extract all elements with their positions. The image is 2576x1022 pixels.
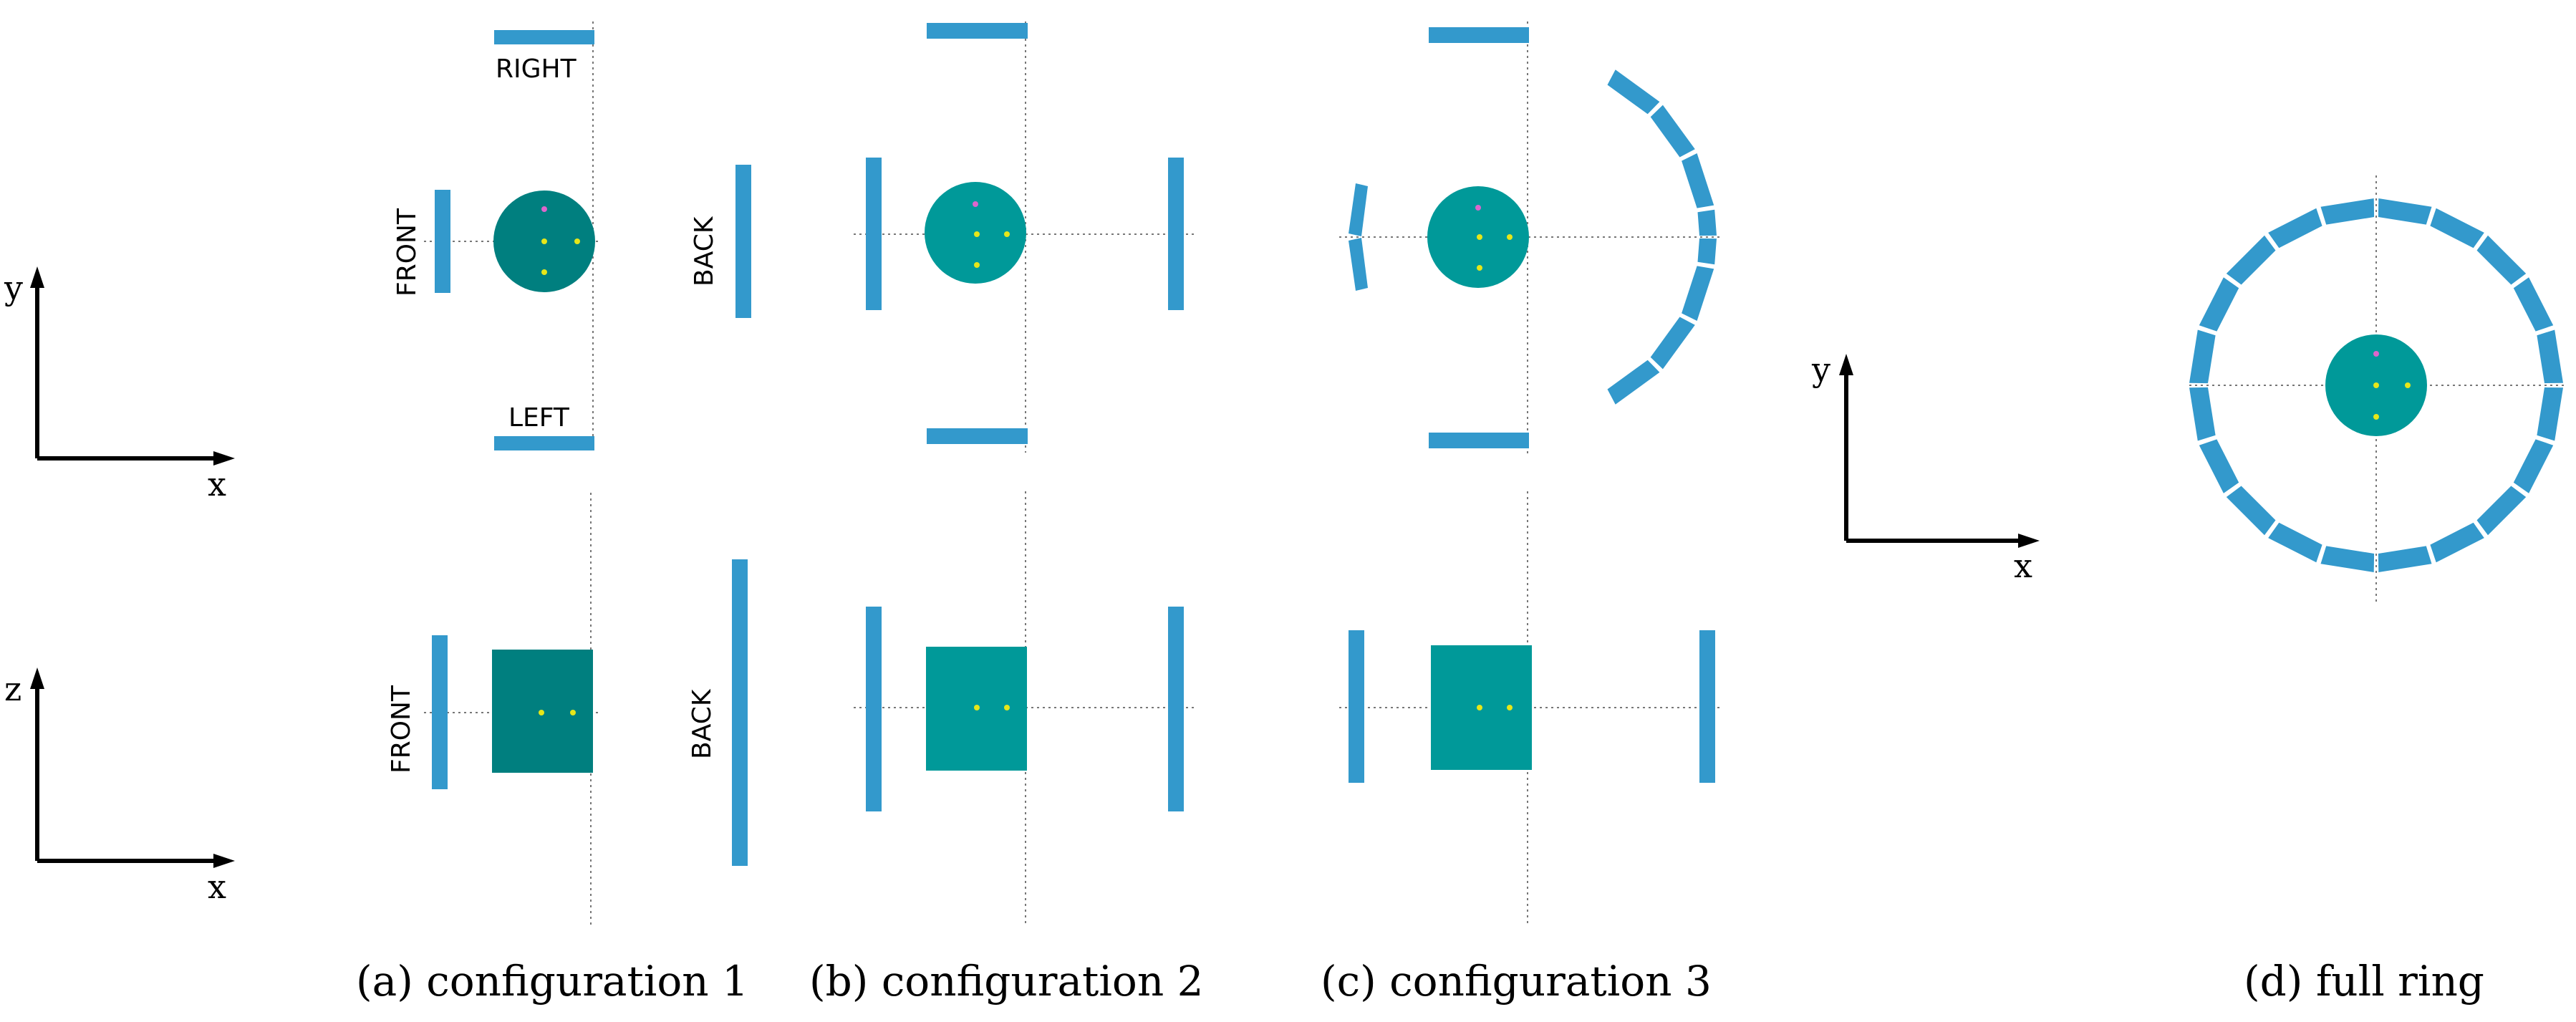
config3-side-view bbox=[1339, 491, 1722, 925]
source-point bbox=[974, 231, 980, 237]
source-point bbox=[541, 269, 547, 275]
full-ring-view bbox=[2189, 175, 2564, 602]
detector-segment bbox=[2537, 329, 2563, 384]
detector-back bbox=[1168, 607, 1184, 811]
z-axis-label: z bbox=[4, 670, 21, 708]
source-point bbox=[2373, 351, 2379, 357]
caption-d: (d) full ring bbox=[2244, 957, 2484, 1006]
source-point bbox=[1477, 234, 1482, 240]
detector-back bbox=[732, 559, 748, 866]
source-point bbox=[1475, 205, 1481, 211]
detector-ring bbox=[2189, 198, 2563, 572]
config2-side-view bbox=[854, 491, 1197, 925]
detector-segment bbox=[2378, 198, 2432, 225]
source-point bbox=[1477, 265, 1482, 271]
detector-back-arc bbox=[1607, 69, 1717, 405]
label-right: RIGHT bbox=[496, 54, 577, 84]
detector-front-arc bbox=[1349, 183, 1368, 291]
detector-segment bbox=[2378, 546, 2432, 572]
x-axis-label-right: x bbox=[2014, 546, 2032, 585]
detector-segment bbox=[2476, 235, 2527, 285]
source-point bbox=[973, 201, 978, 207]
source-point bbox=[1004, 705, 1010, 710]
detector-left bbox=[1429, 433, 1529, 448]
source-point bbox=[539, 710, 544, 715]
caption-a: (a) configuration 1 bbox=[356, 957, 748, 1006]
detector-segment bbox=[2320, 546, 2375, 572]
source-point bbox=[1004, 231, 1010, 237]
label-back-bottom: BACK bbox=[688, 688, 717, 759]
detector-segment bbox=[1682, 153, 1714, 208]
detector-front bbox=[435, 190, 450, 293]
detector-segment bbox=[2226, 486, 2276, 536]
detector-segment bbox=[1607, 69, 1660, 115]
detector-left bbox=[927, 428, 1028, 444]
source-point bbox=[1507, 705, 1513, 710]
detector-segment bbox=[2226, 235, 2276, 285]
config3-top-view bbox=[1339, 21, 1722, 455]
source-point bbox=[974, 705, 980, 710]
detector-front bbox=[866, 158, 882, 310]
source-point bbox=[974, 262, 980, 268]
detector-segment bbox=[2476, 486, 2527, 536]
detector-back bbox=[1699, 630, 1715, 783]
detector-back bbox=[1168, 158, 1184, 310]
config1-side-view: FRONT BACK bbox=[387, 493, 748, 925]
source-point bbox=[2405, 382, 2411, 388]
y-axis-label: y bbox=[4, 269, 23, 307]
axes-xy-right: y x bbox=[1811, 350, 2040, 585]
detector-segment bbox=[2320, 198, 2375, 225]
source-point bbox=[570, 710, 576, 715]
detector-segment bbox=[2189, 329, 2216, 384]
source-point bbox=[1477, 705, 1482, 710]
detector-segment bbox=[1650, 105, 1695, 158]
x-axis-label: x bbox=[208, 465, 226, 503]
label-left: LEFT bbox=[508, 403, 570, 433]
detector-right bbox=[927, 23, 1028, 39]
detector-segment bbox=[1697, 209, 1717, 236]
detector-front bbox=[432, 635, 448, 789]
detector-segment bbox=[2537, 387, 2563, 441]
detector-segment bbox=[2189, 387, 2216, 441]
caption-c: (c) configuration 3 bbox=[1321, 957, 1712, 1006]
x-axis-label-bottom: x bbox=[208, 867, 226, 906]
detector-segment bbox=[2430, 208, 2484, 249]
detector-segment bbox=[1697, 238, 1717, 265]
detector-segment bbox=[1607, 360, 1660, 405]
detector-front bbox=[866, 607, 882, 811]
detector-right bbox=[494, 30, 594, 44]
detector-segment bbox=[2268, 522, 2322, 563]
axes-xy-top-left: y x bbox=[4, 266, 235, 503]
source-point bbox=[2373, 382, 2379, 388]
y-axis-label-right: y bbox=[1811, 350, 1830, 389]
config2-top-view bbox=[854, 21, 1197, 453]
detector-right bbox=[1429, 27, 1529, 43]
label-front: FRONT bbox=[392, 208, 422, 297]
detector-segment bbox=[2268, 208, 2322, 249]
detector-segment bbox=[2199, 439, 2239, 493]
source-point bbox=[2373, 414, 2379, 420]
detector-segment bbox=[2513, 439, 2554, 493]
detector-segment bbox=[2199, 277, 2239, 332]
source-point bbox=[541, 238, 547, 244]
caption-b: (b) configuration 2 bbox=[809, 957, 1204, 1006]
config1-top-view: RIGHT FRONT LEFT BACK bbox=[392, 21, 751, 451]
source-point bbox=[1507, 234, 1513, 240]
label-front-bottom: FRONT bbox=[387, 685, 416, 773]
detector-left bbox=[494, 436, 594, 450]
source-point bbox=[574, 238, 580, 244]
label-back: BACK bbox=[690, 216, 719, 286]
detector-segment bbox=[2430, 522, 2484, 563]
detector-segment bbox=[1682, 266, 1714, 321]
source-point bbox=[541, 206, 547, 212]
detector-segment bbox=[1650, 317, 1695, 370]
detector-front bbox=[1349, 630, 1364, 783]
detector-back bbox=[735, 165, 751, 318]
detector-segment bbox=[2513, 277, 2554, 332]
axes-zx-bottom-left: z x bbox=[4, 667, 235, 906]
